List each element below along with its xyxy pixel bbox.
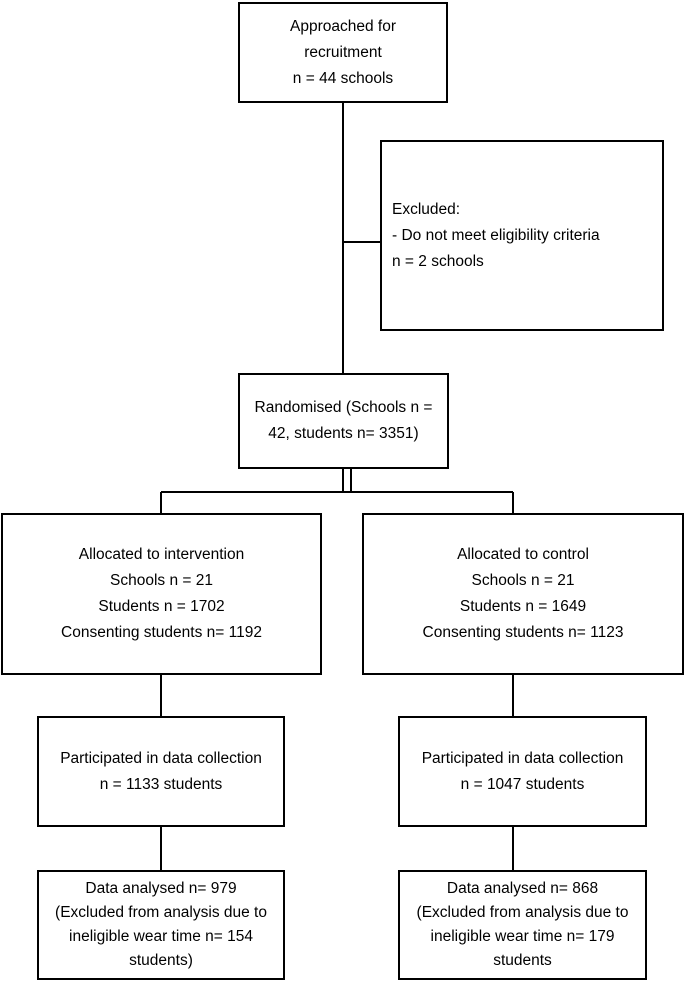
approached-box: Approached for recruitment n = 44 school…	[238, 2, 448, 103]
control-title: Allocated to control	[457, 546, 589, 563]
intervention-schools: Schools n = 21	[110, 572, 213, 589]
randomised-box: Randomised (Schools n = 42, students n= …	[238, 373, 449, 469]
intervention-participation-box: Participated in data collection n = 1133…	[37, 716, 285, 827]
intervention-students: Students n = 1702	[98, 598, 225, 615]
excluded-box: Excluded: - Do not meet eligibility crit…	[380, 140, 664, 331]
intervention-participation-count: n = 1133 students	[99, 775, 223, 793]
control-analysis-line4: students	[493, 952, 552, 969]
randomised-line1: Randomised (Schools n =	[254, 399, 433, 416]
intervention-analysis-box: Data analysed n= 979 (Excluded from anal…	[37, 870, 285, 980]
control-analysis-line2: (Excluded from analysis due to	[416, 904, 629, 921]
randomised-line2: 42, students n= 3351)	[268, 425, 419, 442]
intervention-consenting: Consenting students n= 1192	[61, 624, 262, 641]
control-schools: Schools n = 21	[471, 572, 575, 589]
intervention-analysis-line3: ineligible wear time n= 154	[69, 928, 253, 945]
intervention-allocation-box: Allocated to intervention Schools n = 21…	[1, 513, 322, 675]
control-allocation-box: Allocated to control Schools n = 21 Stud…	[362, 513, 684, 675]
control-analysis-line3: ineligible wear time n= 179	[430, 928, 615, 945]
control-students: Students n = 1649	[459, 598, 587, 615]
control-analysis-box: Data analysed n= 868 (Excluded from anal…	[398, 870, 647, 980]
approached-title-line1: Approached for	[290, 17, 396, 35]
control-analysis-line1: Data analysed n= 868	[446, 880, 599, 897]
control-participation-count: n = 1047 students	[460, 775, 585, 793]
intervention-analysis-line4: students)	[129, 952, 193, 969]
excluded-count: n = 2 schools	[392, 252, 484, 270]
approached-title-line2: recruitment	[304, 43, 382, 61]
excluded-reason: - Do not meet eligibility criteria	[392, 226, 600, 244]
control-consenting: Consenting students n= 1123	[422, 624, 624, 641]
intervention-analysis-line1: Data analysed n= 979	[85, 880, 237, 897]
intervention-participation-title: Participated in data collection	[60, 749, 262, 767]
intervention-analysis-line2: (Excluded from analysis due to	[55, 904, 267, 921]
intervention-title: Allocated to intervention	[78, 546, 245, 563]
control-participation-box: Participated in data collection n = 1047…	[398, 716, 647, 827]
control-participation-title: Participated in data collection	[421, 749, 624, 767]
approached-count: n = 44 schools	[292, 69, 394, 87]
excluded-title: Excluded:	[392, 200, 461, 218]
